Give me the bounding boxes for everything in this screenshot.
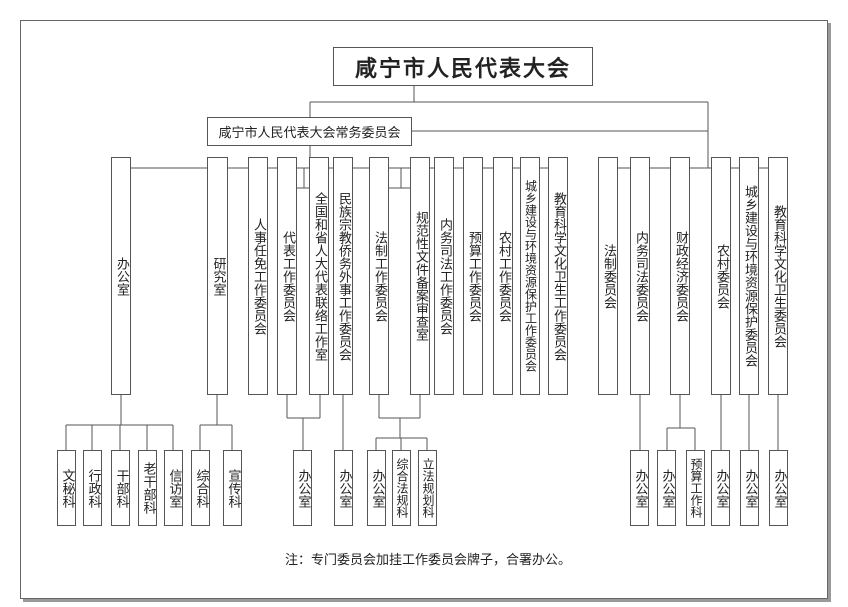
sub-petition-office: 信访室 (164, 450, 183, 526)
sub-cadre: 干部科 (111, 450, 130, 526)
sub-administration: 行政科 (83, 450, 102, 526)
committee-finance-economy: 财政经济委员会 (670, 157, 690, 395)
congress-title-box: 咸宁市人民代表大会 (333, 47, 593, 86)
sub-finance-office: 办公室 (657, 450, 676, 526)
standing-committee-box: 咸宁市人民代表大会常务委员会 (207, 117, 412, 146)
sub-secretariat: 文秘科 (57, 450, 76, 526)
unit-rural-work-committee: 农村工作委员会 (493, 157, 513, 395)
footnote: 注：专门委员会加挂工作委员会牌子，合署办公。 (285, 553, 572, 568)
committee-judicial: 内务司法委员会 (630, 157, 650, 395)
unit-urban-environment-work-committee: 城乡建设与环境资源保护工作委员会 (520, 157, 540, 395)
congress-title: 咸宁市人民代表大会 (354, 55, 571, 82)
unit-normative-review-office: 规范性文件备案审查室 (410, 157, 430, 395)
unit-legal-work-committee: 法制工作委员会 (369, 157, 389, 395)
unit-general-office: 办公室 (111, 157, 131, 395)
unit-education-work-committee: 教育科学文化卫生工作委员会 (548, 157, 568, 395)
sub-rural-office: 办公室 (711, 450, 730, 526)
sub-legislative-planning: 立法规划科 (418, 450, 437, 526)
sub-judicial-office: 办公室 (630, 450, 649, 526)
committee-rural: 农村委员会 (711, 157, 731, 395)
sub-legal-office: 办公室 (367, 450, 386, 526)
committee-legal: 法制委员会 (598, 157, 618, 395)
committee-education: 教育科学文化卫生委员会 (768, 157, 788, 395)
unit-ethnic-religious-committee: 民族宗教侨务外事工作委员会 (333, 157, 353, 395)
unit-budget-work-committee: 预算工作委员会 (463, 157, 483, 395)
unit-representative-committee: 代表工作委员会 (277, 157, 297, 395)
sub-retired-cadre: 老干部科 (138, 450, 157, 526)
sub-comprehensive: 综合科 (191, 450, 210, 526)
unit-deputy-liaison-office: 全国和省人大代表联络工作室 (309, 157, 329, 395)
unit-personnel-committee: 人事任免工作委员会 (248, 157, 268, 395)
sub-representative-office: 办公室 (293, 450, 312, 526)
unit-research-office: 研究室 (207, 157, 228, 395)
sub-ethnic-office: 办公室 (334, 450, 353, 526)
standing-committee-label: 咸宁市人民代表大会常务委员会 (218, 126, 401, 141)
committee-urban-environment: 城乡建设与环境资源保护委员会 (739, 157, 759, 395)
sub-budget-section: 预算工作科 (686, 450, 705, 526)
sub-publicity: 宣传科 (223, 450, 242, 526)
unit-judicial-work-committee: 内务司法工作委员会 (434, 157, 454, 395)
sub-comprehensive-regulations: 综合法规科 (392, 450, 411, 526)
sub-urban-office: 办公室 (740, 450, 759, 526)
sub-education-office: 办公室 (769, 450, 788, 526)
